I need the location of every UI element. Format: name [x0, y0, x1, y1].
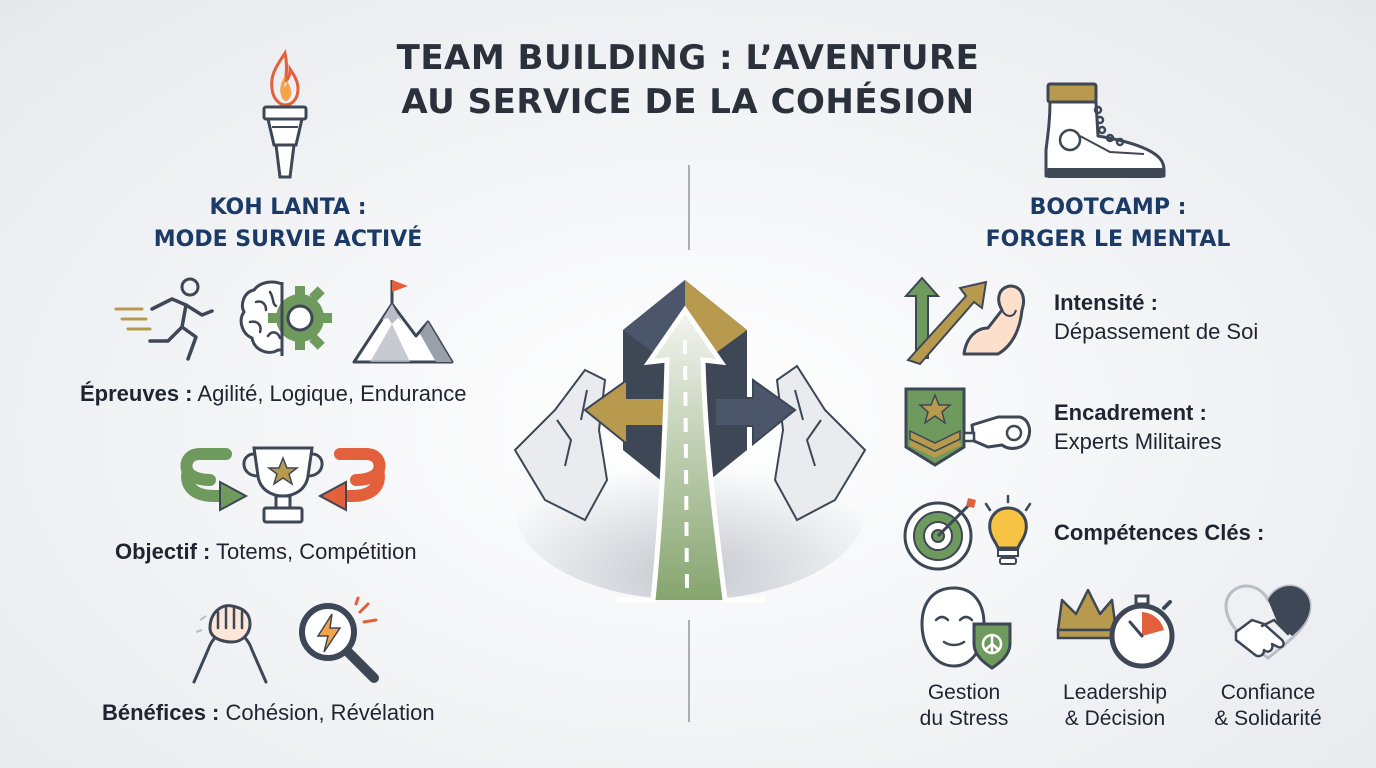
left-heading-line-2: MODE SURVIE ACTIVÉ: [153, 227, 423, 252]
skill-stress: Gestion du Stress: [894, 680, 1034, 732]
skill-trust-line-2: & Solidarité: [1214, 707, 1322, 730]
skill-stress-line-1: Gestion: [927, 681, 1001, 704]
title-line-2: AU SERVICE DE LA COHÉSION: [401, 82, 975, 122]
right-item-2-label: Encadrement :: [1054, 400, 1207, 425]
title-line-1: TEAM BUILDING : L’AVENTURE: [396, 38, 980, 78]
left-item-3: Bénéfices : Cohésion, Révélation: [102, 699, 435, 727]
right-heading-line-2: FORGER LE MENTAL: [985, 227, 1231, 252]
torch-icon: [262, 49, 308, 179]
skill-trust: Confiance & Solidarité: [1196, 680, 1340, 732]
left-item-2-label: Objectif :: [115, 539, 211, 564]
skill-leadership: Leadership & Décision: [1040, 680, 1190, 732]
boot-icon: [1044, 82, 1166, 178]
target-lightbulb-icon: [903, 494, 1032, 571]
left-item-1-label: Épreuves :: [80, 381, 193, 406]
left-item-3-label: Bénéfices :: [102, 700, 220, 725]
right-item-2: Encadrement : Experts Militaires: [1054, 398, 1221, 456]
skill-leadership-line-2: & Décision: [1064, 707, 1166, 730]
magnifier-lightning-icon: [299, 596, 379, 683]
trophy-arrows-icon: [180, 446, 386, 524]
skill-trust-line-1: Confiance: [1220, 681, 1316, 704]
right-item-1-text: Dépassement de Soi: [1054, 319, 1259, 344]
divider-top: [688, 165, 690, 250]
right-heading: BOOTCAMP : FORGER LE MENTAL: [938, 192, 1278, 256]
calm-face-shield-icon: [920, 586, 1012, 670]
mountain-flag-icon: [352, 280, 454, 364]
left-heading: KOH LANTA : MODE SURVIE ACTIVÉ: [118, 192, 458, 256]
brain-gear-icon: [239, 280, 332, 356]
divider-bottom: [688, 620, 690, 722]
right-item-2-text: Experts Militaires: [1054, 429, 1222, 454]
crown-stopwatch-icon: [1056, 588, 1175, 669]
handshake-grip-icon: [192, 604, 268, 684]
right-item-3-label: Compétences Clés :: [1054, 520, 1265, 545]
left-heading-line-1: KOH LANTA :: [209, 195, 367, 220]
left-item-1: Épreuves : Agilité, Logique, Endurance: [80, 380, 466, 408]
handshake-heart-icon: [1224, 584, 1312, 660]
left-item-2-text: Totems, Compétition: [210, 539, 417, 564]
left-item-1-text: Agilité, Logique, Endurance: [192, 381, 467, 406]
left-item-2: Objectif : Totems, Compétition: [115, 538, 417, 566]
right-item-1-label: Intensité :: [1054, 290, 1158, 315]
skill-leadership-line-1: Leadership: [1063, 681, 1167, 704]
right-item-3: Compétences Clés :: [1054, 518, 1264, 547]
right-heading-line-1: BOOTCAMP :: [1029, 195, 1187, 220]
rank-badge-whistle-icon: [904, 387, 1032, 467]
left-item-3-text: Cohésion, Révélation: [219, 700, 435, 725]
right-item-1: Intensité : Dépassement de Soi: [1054, 288, 1258, 346]
growth-arrows-muscle-icon: [903, 276, 1025, 366]
page-title: TEAM BUILDING : L’AVENTURE AU SERVICE DE…: [288, 36, 1088, 124]
breakthrough-road-arrows-icon: [513, 280, 867, 603]
skill-stress-line-2: du Stress: [919, 707, 1009, 730]
running-person-icon: [114, 277, 214, 361]
